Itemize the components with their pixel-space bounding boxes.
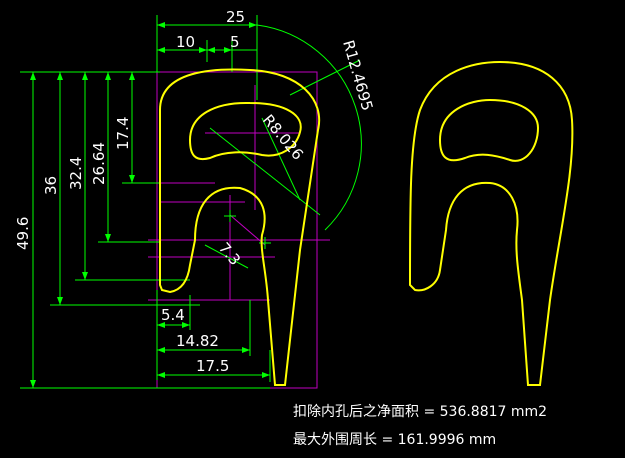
dim-height-total: 49.6	[14, 217, 32, 250]
profile-section-clean	[408, 60, 574, 386]
dim-width-14: 14.82	[176, 332, 219, 350]
dim-height-36: 36	[42, 176, 60, 195]
net-area-readout: 扣除内孔后之净面积 = 536.8817 mm2	[293, 404, 548, 420]
dim-top-mid: 5	[230, 33, 240, 51]
perimeter-readout: 最大外围周长 = 161.9996 mm	[293, 432, 497, 448]
dim-top-width: 25	[226, 8, 245, 26]
dim-radius-outer: R12.4695	[339, 38, 376, 113]
dim-height-26: 26.64	[90, 142, 108, 185]
dimension-labels: 25 10 5 R12.4695 R8.026 7.3 49.6 36 32.4…	[14, 8, 376, 375]
profile-section-dimensioned	[159, 68, 321, 386]
dim-height-32: 32.4	[67, 157, 85, 190]
dim-width-5: 5.4	[161, 306, 185, 324]
dim-diag-small: 7.3	[215, 239, 244, 269]
dim-width-17: 17.5	[196, 357, 229, 375]
dim-top-left: 10	[176, 33, 195, 51]
dim-height-17: 17.4	[114, 117, 132, 150]
arrow-heads	[30, 22, 270, 388]
